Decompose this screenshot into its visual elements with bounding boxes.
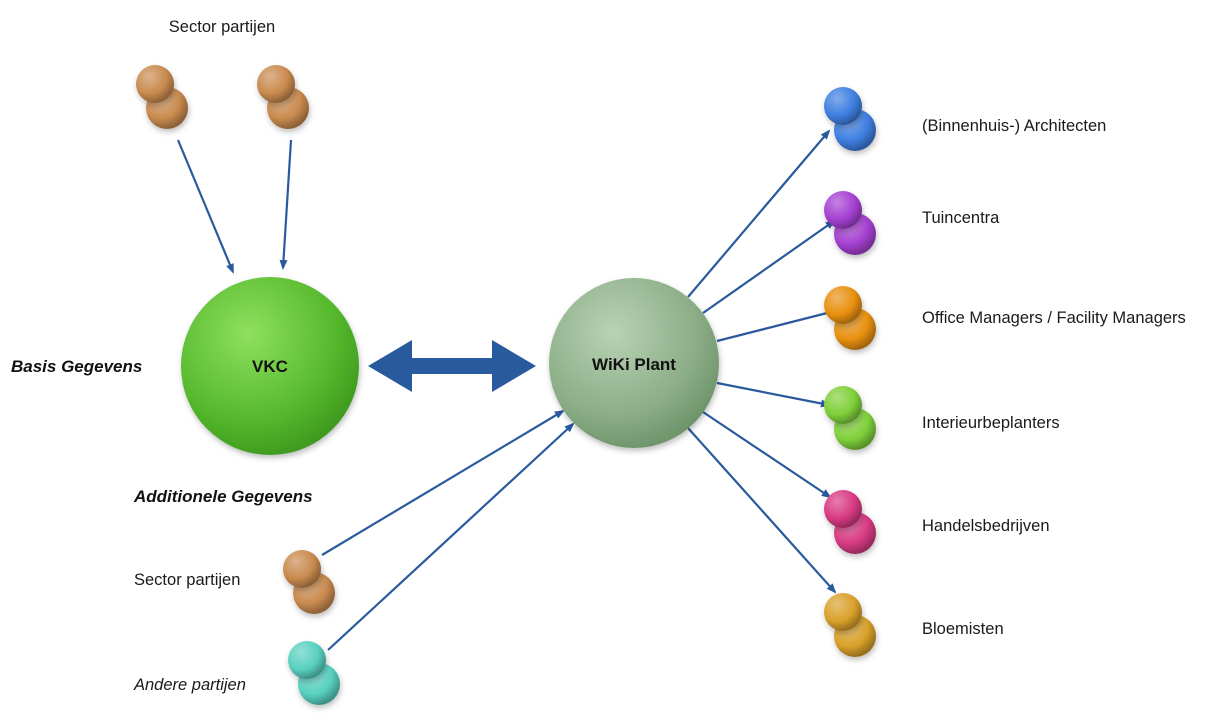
sector-party-icon-top-2-front-ball <box>257 65 295 103</box>
audience-label-office-managers: Office Managers / Facility Managers <box>922 309 1186 327</box>
arrow-wiki-to-handels <box>702 411 832 499</box>
additionele-gegevens-label: Additionele Gegevens <box>133 487 313 506</box>
sector-party-icon-bottom <box>283 550 335 614</box>
arrow-sector-to-wiki <box>321 409 565 556</box>
audience-icon-bloemisten-front-ball <box>824 593 862 631</box>
wiki-plant-node: WiKi Plant <box>549 278 719 448</box>
audience-icon-office-managers <box>824 286 876 350</box>
audience-icon-architecten <box>824 87 876 151</box>
arrow-andere-to-wiki <box>327 422 575 651</box>
andere-party-icon-front-ball <box>288 641 326 679</box>
audience-label-bloemisten: Bloemisten <box>922 620 1004 638</box>
wiki-plant-label: WiKi Plant <box>592 355 676 374</box>
vkc-label: VKC <box>252 357 288 376</box>
andere-partijen-label: Andere partijen <box>133 676 246 694</box>
audience-label-architecten: (Binnenhuis-) Architecten <box>922 117 1106 135</box>
arrow-sector-1-to-vkc <box>176 139 235 274</box>
bidirectional-arrow <box>368 340 536 392</box>
audience-icon-architecten-front-ball <box>824 87 862 125</box>
arrow-sector-2-to-vkc <box>279 139 293 270</box>
vkc-node: VKC <box>181 277 359 455</box>
audience-icon-bloemisten <box>824 593 876 657</box>
arrow-wiki-to-tuincentra <box>702 219 836 314</box>
audience-icon-interieurbeplanters-front-ball <box>824 386 862 424</box>
sector-partijen-top-label: Sector partijen <box>169 18 275 36</box>
arrow-wiki-to-architecten <box>687 129 831 298</box>
andere-party-icon <box>288 641 340 705</box>
audience-icon-office-managers-front-ball <box>824 286 862 324</box>
audience-icon-tuincentra <box>824 191 876 255</box>
arrows <box>176 129 837 651</box>
audience-label-interieurbeplanters: Interieurbeplanters <box>922 414 1060 432</box>
vkc-circle <box>181 277 359 455</box>
sector-party-icon-top-2 <box>257 65 309 129</box>
sector-party-icon-top-1 <box>136 65 188 129</box>
wiki-plant-circle <box>549 278 719 448</box>
audience-icon-handelsbedrijven-front-ball <box>824 490 862 528</box>
arrow-wiki-to-bloemisten <box>687 427 837 594</box>
audience-label-handelsbedrijven: Handelsbedrijven <box>922 517 1050 535</box>
arrow-wiki-to-office <box>716 309 837 343</box>
audience-icon-interieurbeplanters <box>824 386 876 450</box>
audience-icon-handelsbedrijven <box>824 490 876 554</box>
audience-label-tuincentra: Tuincentra <box>922 209 1000 227</box>
sector-party-icon-bottom-front-ball <box>283 550 321 588</box>
sector-partijen-bottom-label: Sector partijen <box>134 571 240 589</box>
basis-gegevens-label: Basis Gegevens <box>11 357 142 376</box>
audience-icon-tuincentra-front-ball <box>824 191 862 229</box>
sector-party-icon-top-1-front-ball <box>136 65 174 103</box>
person-pair-icons <box>136 65 876 705</box>
arrow-wiki-to-interieur <box>716 381 831 408</box>
